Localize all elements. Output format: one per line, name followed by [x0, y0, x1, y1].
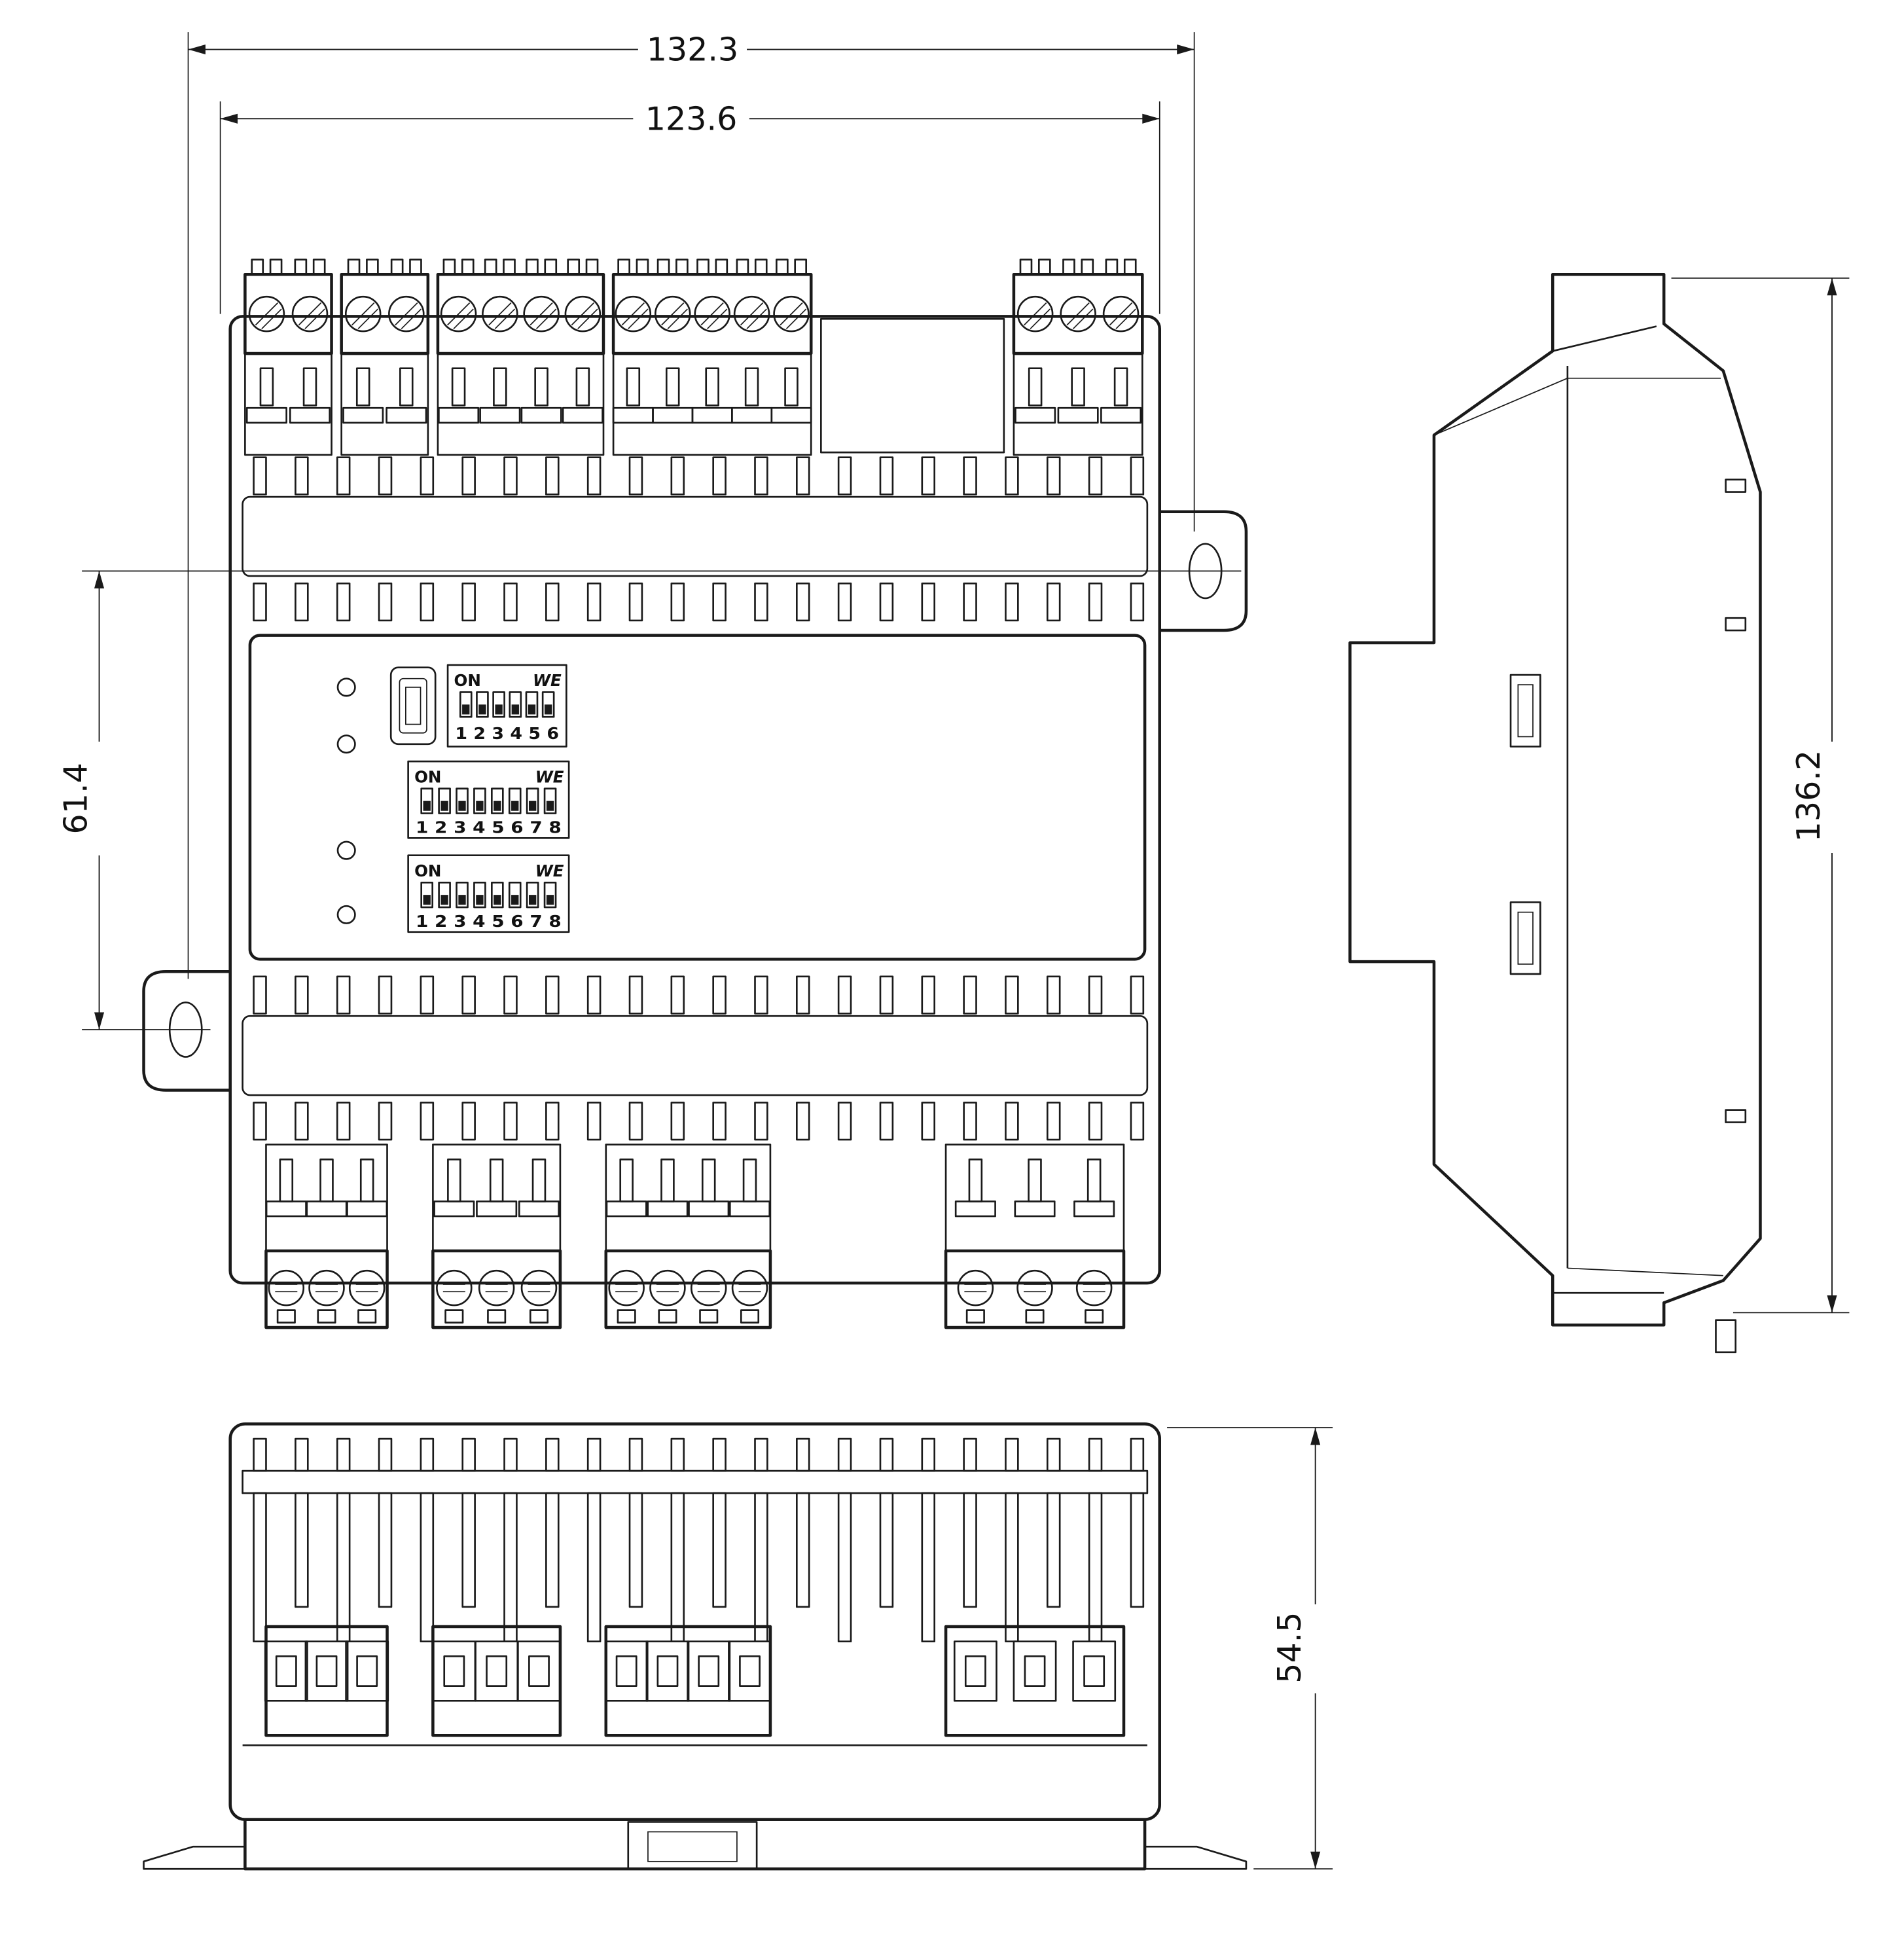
pin-row-1: [253, 456, 1145, 496]
back-latch-2: [1725, 617, 1747, 632]
front-housing: [228, 315, 1162, 1285]
dip3-numbers: 1 2 3 4 5 6 7 8: [416, 912, 562, 931]
led-indicator-3: [336, 840, 356, 860]
led-indicator-4: [336, 905, 356, 924]
top-terminal-blocks: [243, 259, 1144, 456]
mini-usb-connector: [389, 666, 437, 746]
dip2-brand-logo: WE: [535, 767, 564, 786]
back-latch-3: [1725, 1109, 1747, 1123]
dip-switch-block-1: ON WE 1 2 3 4 5 6: [446, 664, 567, 748]
dim-width-body: 123.6: [645, 99, 738, 137]
dim-height-overall: 136.2: [1789, 750, 1827, 842]
bottom-view-tab-row: [253, 1437, 1145, 1472]
label-strip-bottom: [242, 1015, 1149, 1096]
dim-mount-height: 61.4: [57, 763, 95, 834]
din-rail-foot: [143, 1818, 1248, 1871]
bottom-view-pin-prongs: [253, 1492, 1145, 1643]
bottom-foot-tab: [1715, 1319, 1737, 1354]
dim-width-overall: 132.3: [647, 31, 739, 69]
config-panel: ON WE 1 2 3 4 5 6 ON WE 1 2 3 4 5 6 7 8 …: [248, 634, 1147, 961]
dip3-on-label: ON: [414, 861, 441, 880]
front-view: ON WE 1 2 3 4 5 6 ON WE 1 2 3 4 5 6 7 8 …: [142, 259, 1248, 1329]
led-indicator-1: [336, 677, 356, 697]
bottom-terminal-blocks: [264, 1144, 1126, 1329]
pin-row-4: [253, 1102, 1145, 1141]
dip-switch-block-3: ON WE 1 2 3 4 5 6 7 8: [407, 854, 570, 933]
dip1-switches: [459, 691, 555, 718]
pin-row-2: [253, 582, 1145, 622]
label-strip-top: [242, 496, 1149, 577]
dip2-numbers: 1 2 3 4 5 6 7 8: [416, 818, 562, 837]
dip-switch-block-2: ON WE 1 2 3 4 5 6 7 8: [407, 760, 570, 839]
mounting-tab-right: [1159, 510, 1248, 632]
foot-wing-left: [143, 1845, 245, 1870]
dip3-brand-logo: WE: [535, 861, 564, 880]
back-latch-1: [1725, 478, 1747, 493]
side-view: [1348, 272, 1762, 1354]
dim-depth: 54.5: [1270, 1612, 1308, 1683]
bottom-view-terminal-groups: [264, 1625, 1126, 1737]
mounting-tab-left: [142, 969, 230, 1092]
mounting-hole-right: [1188, 543, 1223, 600]
dip2-on-label: ON: [414, 767, 441, 786]
din-latch: [627, 1821, 758, 1870]
side-window-1: [1509, 674, 1541, 748]
led-indicator-2: [336, 734, 356, 754]
dip2-switches: [420, 787, 557, 814]
dip3-switches: [420, 881, 557, 909]
bottom-view: [143, 1422, 1248, 1871]
dip1-brand-logo: WE: [533, 671, 562, 690]
pin-row-3: [253, 975, 1145, 1015]
dip1-on-label: ON: [454, 671, 481, 690]
bottom-housing: [228, 1422, 1162, 1821]
blank-module-slot: [820, 317, 1005, 454]
connector-rail: [242, 1470, 1149, 1494]
side-profile: [1348, 272, 1762, 1327]
din-clip-top-edge: [1552, 325, 1657, 352]
dip1-numbers: 1 2 3 4 5 6: [455, 724, 559, 743]
dimension-annotations: 132.3 123.6 61.4 136.2 54.5: [57, 31, 1850, 1869]
foot-wing-right: [1145, 1845, 1248, 1870]
mounting-hole-left: [168, 1001, 203, 1058]
side-window-2: [1509, 901, 1541, 975]
